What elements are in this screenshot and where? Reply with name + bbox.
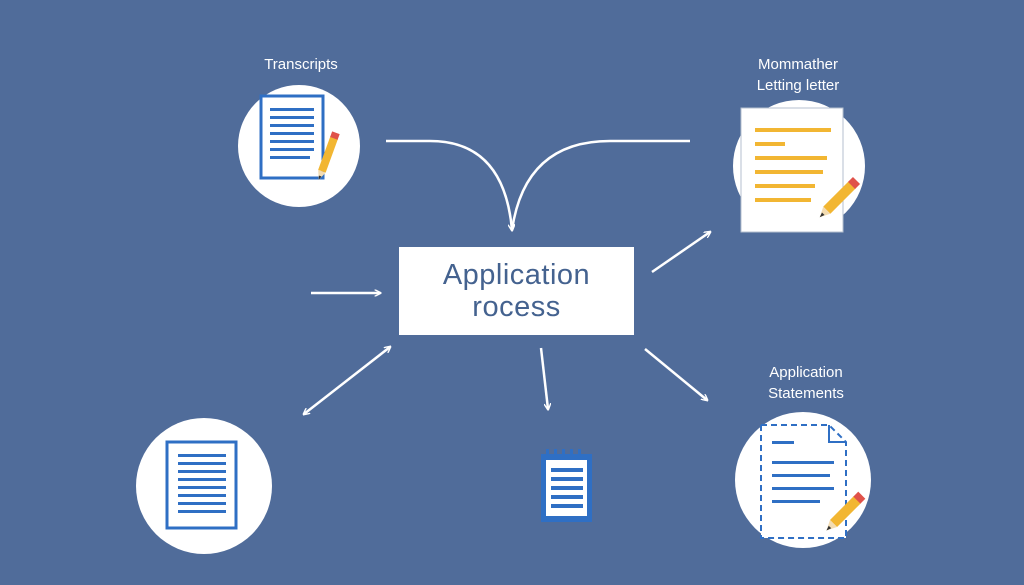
arrow-process-to-letter [651, 232, 710, 274]
document-icon [165, 440, 238, 530]
application-statements-label-line2: Statements [768, 385, 844, 402]
statement-with-pencil-icon [760, 424, 866, 539]
recommendation-letter-label-line2: Letting letter [756, 77, 840, 94]
arrow-process-to-notepad [539, 347, 548, 409]
arrow-process-document-bidirectional [304, 347, 390, 414]
application-statements-label: Application Statements [740, 362, 872, 404]
connector-letter-to-process [510, 139, 690, 231]
transcripts-label: Transcripts [264, 56, 338, 73]
application-process-title-line1: Application [442, 259, 591, 291]
application-process-title-line2: rocess [472, 291, 561, 323]
document-with-pencil-icon [259, 94, 340, 180]
recommendation-letter-label: Mommather Letting letter [730, 54, 866, 96]
notepad-icon [541, 449, 592, 522]
letter-with-pencil-icon [740, 107, 861, 233]
arrow-process-to-statements [644, 348, 707, 400]
application-process-box: Application rocess [399, 247, 634, 335]
application-statements-label-line1: Application [769, 364, 843, 381]
connector-transcripts-to-process [386, 139, 512, 230]
recommendation-letter-label-line1: Mommather [757, 56, 839, 73]
